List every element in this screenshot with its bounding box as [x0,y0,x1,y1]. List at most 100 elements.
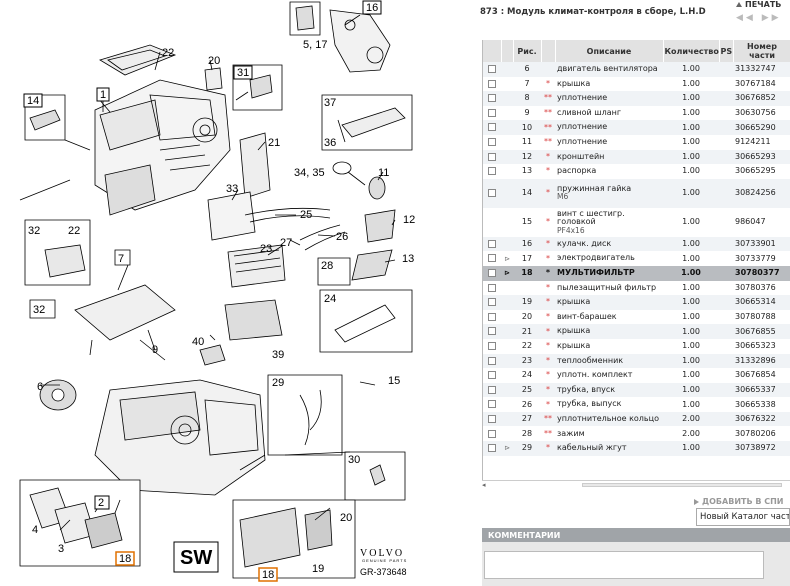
row-checkbox[interactable] [488,327,496,336]
expand-arrow-icon[interactable]: ⊳ [504,254,510,263]
callout-21[interactable]: 21 [268,137,280,149]
row-expand-cell[interactable]: ⊳ [501,251,513,266]
callout-25[interactable]: 25 [300,209,312,221]
callout-22-b[interactable]: 22 [68,225,80,237]
expand-arrow-icon[interactable]: ⊳ [504,444,510,453]
row-checkbox[interactable] [488,254,496,263]
row-checkbox[interactable] [488,138,496,147]
row-checkbox[interactable] [488,167,496,176]
callout-24[interactable]: 24 [324,293,336,305]
callout-20-b[interactable]: 20 [340,512,352,524]
callout-7[interactable]: 7 [118,253,124,265]
row-checkbox[interactable] [488,429,496,438]
callout-32-b[interactable]: 32 [33,304,45,316]
expand-arrow-icon[interactable]: ⊳ [504,269,510,278]
row-checkbox[interactable] [488,444,496,453]
callout-33[interactable]: 33 [226,183,238,195]
row-checkbox[interactable] [488,400,496,409]
callout-1[interactable]: 1 [100,89,106,101]
callout-3[interactable]: 3 [58,543,64,555]
row-checkbox[interactable] [488,283,496,292]
callout-11[interactable]: 11 [378,167,389,179]
row-checkbox[interactable] [488,108,496,117]
row-checkbox[interactable] [488,189,496,197]
callout-32[interactable]: 32 [28,225,40,237]
parts-table-container[interactable]: Рис. Описание Количество PS Номер части … [482,40,790,480]
callout-30[interactable]: 30 [348,454,360,466]
catalog-select[interactable]: Новый Каталог часте [696,508,790,526]
row-checkbox[interactable] [488,371,496,380]
callout-20[interactable]: 20 [208,55,220,67]
callout-5-17[interactable]: 5, 17 [303,39,327,51]
callout-37[interactable]: 37 [324,97,336,109]
callout-2[interactable]: 2 [98,497,104,509]
row-checkbox[interactable] [488,152,496,161]
callout-16[interactable]: 16 [366,2,378,14]
scrollbar-thumb[interactable] [582,483,782,487]
row-expand-cell[interactable]: ⊳ [501,265,513,281]
comments-input[interactable] [484,551,764,579]
row-checkbox[interactable] [488,298,496,307]
page-nav-arrows[interactable]: ◀◀ ▶▶ [736,13,782,23]
callout-28[interactable]: 28 [321,260,333,272]
row-checkbox[interactable] [488,79,496,88]
print-button[interactable]: ПЕЧАТЬ [736,0,781,9]
callout-34-35[interactable]: 34, 35 [294,167,325,179]
row-checkbox[interactable] [488,414,496,423]
callout-27[interactable]: 27 [280,237,292,249]
row-checkbox[interactable] [488,65,496,74]
callout-18[interactable]: 18 [119,553,131,565]
row-expand-cell[interactable]: ⊳ [501,441,513,456]
col-header-part-number[interactable]: Номер части [733,40,790,62]
callout-4[interactable]: 4 [32,524,38,536]
row-checkbox[interactable] [488,268,496,277]
row-checkbox[interactable] [488,356,496,365]
parts-diagram[interactable]: 22 20 31 16 5, 17 14 1 37 21 36 33 34, 3… [0,0,470,586]
callout-36[interactable]: 36 [324,137,336,149]
row-checkbox[interactable] [488,94,496,103]
scroll-left-icon[interactable]: ◂ [482,481,486,489]
callout-26[interactable]: 26 [336,231,348,243]
callout-15[interactable]: 15 [388,375,400,387]
col-header-fig[interactable]: Рис. [513,40,542,62]
callout-14[interactable]: 14 [27,95,39,107]
callout-40[interactable]: 40 [192,336,204,348]
col-header-quantity[interactable]: Количество [663,40,720,62]
callout-19[interactable]: 19 [312,563,324,575]
callout-13[interactable]: 13 [402,253,414,265]
row-checkbox[interactable] [488,239,496,248]
callout-9[interactable]: 9 [152,344,158,356]
add-to-list-button[interactable]: ДОБАВИТЬ В СПИ [694,497,784,506]
col-header-description[interactable]: Описание [555,40,664,62]
callout-12[interactable]: 12 [403,214,415,226]
col-header-ps[interactable]: PS [719,40,734,62]
callout-23[interactable]: 23 [260,243,272,255]
callout-29[interactable]: 29 [272,377,284,389]
callout-18-b[interactable]: 18 [262,569,274,581]
